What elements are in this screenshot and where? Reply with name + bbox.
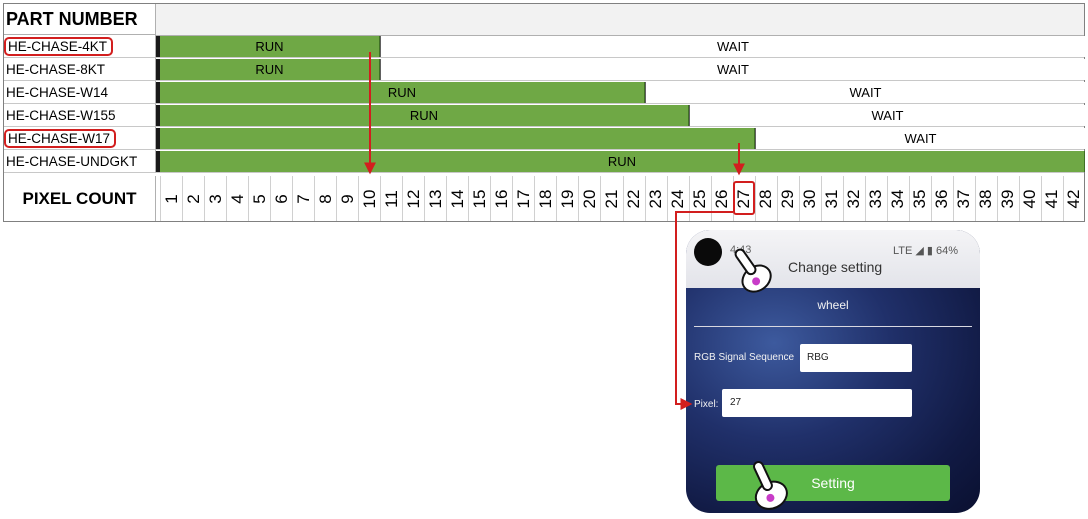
row-start-marker xyxy=(156,128,160,149)
hand-pointer-icon xyxy=(734,248,772,293)
run-segment: RUN xyxy=(160,59,380,80)
page-title: Change setting xyxy=(788,259,883,275)
arrow-pixel-27-to-input xyxy=(675,211,733,410)
timing-row: RUN xyxy=(156,150,1085,173)
camera-icon xyxy=(694,238,722,266)
wait-segment: WAIT xyxy=(689,105,1085,126)
pixel-number-cell: 7 xyxy=(292,176,314,221)
pixel-count-label: PIXEL COUNT xyxy=(4,176,156,221)
pixel-number-cell: 9 xyxy=(336,176,358,221)
pixel-number-cell: 20 xyxy=(578,176,600,221)
section-title: wheel xyxy=(817,298,849,312)
pixel-number-cell: 2 xyxy=(182,176,204,221)
pixel-number-cell: 42 xyxy=(1062,176,1085,221)
pixel-number-cell: 28 xyxy=(754,176,777,221)
phone-screen: 4:43 LTE ◢ ▮ 64% Change setting wheel RG… xyxy=(686,230,980,513)
pixel-number-cell: 3 xyxy=(204,176,226,221)
pixel-number-cell: 16 xyxy=(490,176,512,221)
pixel-number-cell: 37 xyxy=(952,176,975,221)
pixel-number-cell: 38 xyxy=(974,176,997,221)
pixel-number-cell: 41 xyxy=(1040,176,1063,221)
run-segment: RUN xyxy=(160,151,1085,172)
pixel-number-cell: 12 xyxy=(402,176,424,221)
pixel-number-cell: 39 xyxy=(996,176,1019,221)
part-number-cell: HE-CHASE-4KT xyxy=(4,35,156,58)
pixel-number-cell: 4 xyxy=(226,176,248,221)
run-segment xyxy=(160,128,755,149)
highlighted-pixel-box xyxy=(733,181,755,215)
part-number-cell: HE-CHASE-W17 xyxy=(4,127,156,150)
part-number-text: HE-CHASE-W17 xyxy=(4,129,117,148)
run-segment: RUN xyxy=(160,36,380,57)
row-start-marker xyxy=(156,151,160,172)
pixel-number-cell: 35 xyxy=(908,176,931,221)
app-header: 4:43 LTE ◢ ▮ 64% Change setting xyxy=(686,230,980,288)
pixel-number-cell: 25 xyxy=(688,176,711,221)
pixel-number-cell: 6 xyxy=(270,176,292,221)
pixel-number-cell: 11 xyxy=(380,176,402,221)
status-indicators: LTE ◢ ▮ 64% xyxy=(892,245,958,257)
row-start-marker xyxy=(156,105,160,126)
pixel-number-cell: 18 xyxy=(534,176,556,221)
pixel-number-cell: 24 xyxy=(666,176,689,221)
part-number-text: HE-CHASE-8KT xyxy=(6,62,106,77)
pixel-number-cell: 30 xyxy=(798,176,821,221)
run-segment: RUN xyxy=(160,82,645,103)
part-number-text: HE-CHASE-W14 xyxy=(6,85,109,100)
header-empty-area xyxy=(156,4,1084,36)
run-segment: RUN xyxy=(160,105,689,126)
pixel-number-cell: 5 xyxy=(248,176,270,221)
pixel-number-cell: 14 xyxy=(446,176,468,221)
pixel-number-cell: 10 xyxy=(358,176,380,221)
wait-segment: WAIT xyxy=(755,128,1085,149)
rgb-sequence-input[interactable]: RBG xyxy=(800,344,912,372)
pixel-number-cell: 34 xyxy=(886,176,909,221)
pixel-number-cell: 13 xyxy=(424,176,446,221)
wait-segment: WAIT xyxy=(380,59,1085,80)
pixel-number-cell: 31 xyxy=(820,176,843,221)
part-number-text: HE-CHASE-W155 xyxy=(6,108,116,123)
pixel-number-cell: 32 xyxy=(842,176,865,221)
divider xyxy=(694,326,972,327)
pixel-number-cell: 19 xyxy=(556,176,578,221)
part-number-cell: HE-CHASE-UNDGKT xyxy=(4,150,156,173)
pixel-number-cell: 23 xyxy=(644,176,667,221)
wait-segment: WAIT xyxy=(380,36,1085,57)
pixel-number-cell: 21 xyxy=(600,176,622,221)
hand-tap-icon xyxy=(753,460,788,510)
row-start-marker xyxy=(156,36,160,57)
pixel-input[interactable]: 27 xyxy=(722,389,912,417)
pixel-number-cell: 40 xyxy=(1018,176,1041,221)
part-number-cell: HE-CHASE-W14 xyxy=(4,81,156,104)
part-number-header: PART NUMBER xyxy=(4,4,156,35)
pixel-number-cell: 17 xyxy=(512,176,534,221)
pixel-number-cell: 36 xyxy=(930,176,953,221)
pixel-number-cell: 15 xyxy=(468,176,490,221)
pixel-number-cell: 8 xyxy=(314,176,336,221)
pixel-label: Pixel: xyxy=(694,399,719,410)
pixel-number-cell: 26 xyxy=(710,176,733,221)
pixel-number-cell: 22 xyxy=(622,176,645,221)
wait-segment: WAIT xyxy=(645,82,1085,103)
pixel-number-cell: 1 xyxy=(160,176,182,221)
pixel-number-cell: 29 xyxy=(776,176,799,221)
row-start-marker xyxy=(156,82,160,103)
part-number-text: HE-CHASE-UNDGKT xyxy=(6,154,138,169)
pixel-number-cell: 33 xyxy=(864,176,887,221)
part-number-text: HE-CHASE-4KT xyxy=(4,37,114,56)
timing-row: WAIT xyxy=(156,127,1085,150)
row-start-marker xyxy=(156,59,160,80)
part-number-cell: HE-CHASE-W155 xyxy=(4,104,156,127)
rgb-sequence-label: RGB Signal Sequence xyxy=(694,352,795,363)
part-number-cell: HE-CHASE-8KT xyxy=(4,58,156,81)
